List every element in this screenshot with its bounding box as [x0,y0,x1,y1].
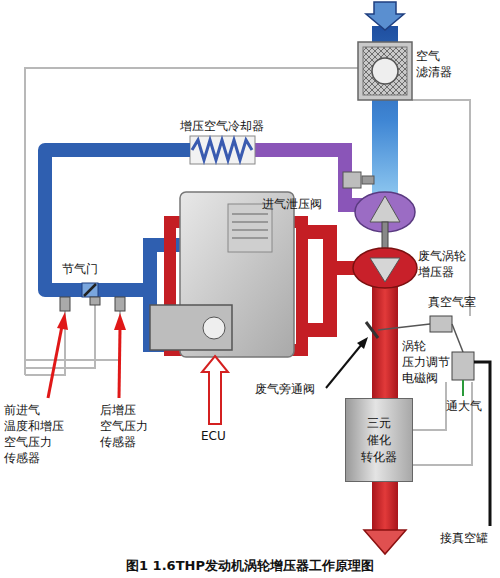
intercooler [190,136,255,164]
filter-outlet [372,58,398,84]
leader-arrow [326,344,362,388]
arrow-head [357,337,368,349]
vent-line [462,380,464,396]
wire [25,68,358,375]
actuator-rod [378,324,430,330]
sensor [90,297,100,305]
inlet-arrow [366,2,404,30]
part-label: 废气涡轮 增压器 [418,248,466,280]
converter-box: 三元 催化 转化器 [345,398,413,482]
part-label: 增压空气冷却器 [180,118,264,134]
sensor-pointer [119,328,120,398]
throttle-plate [84,284,96,296]
turbine-wheel [370,258,400,282]
exhaust-runner [302,232,356,330]
part-label: ECU [201,428,226,444]
sensor-pointer [48,326,62,398]
arrow-head [114,313,126,330]
cooler-fins [192,140,252,160]
wire [25,310,120,360]
part-label: 进气泄压阀 [262,196,322,212]
air-filter [358,42,412,100]
part-label: 节气门 [62,261,98,277]
relief-valve [343,172,361,188]
ecu-arrow [202,356,228,424]
part-label: 废气旁通阀 [255,381,315,397]
engine-ribs [232,214,268,238]
node-text: 三元 催化 转化器 [361,415,397,466]
sensor [115,297,125,311]
ecu-connector [203,317,225,339]
sensor-label: 前进气 温度和增压 空气压力 传感器 [4,402,64,466]
solenoid-valve [452,352,474,380]
figure-caption: 图1 1.6THP发动机涡轮增压器工作原理图 [0,557,500,575]
sensor [60,297,70,311]
note-label: 接真空罐 [440,530,488,546]
arrow-head [57,312,68,330]
engine-head [228,204,272,252]
vacuum-hose [452,324,463,352]
ecu-box [150,305,232,350]
throttle-body [82,283,98,297]
compressor-wheel [370,196,400,222]
part-label: 涡轮 压力调节 电磁阀 [402,338,450,386]
note-label: 通大气 [446,398,482,414]
sensor-label: 后增压 空气压力 传感器 [100,402,148,450]
part-label: 空气 滤清器 [416,48,452,80]
wastegate-flap [366,322,378,338]
wire [413,382,446,430]
vacuum-chamber [430,316,452,332]
outlet-arrow [364,530,406,554]
part-label: 真空气室 [428,294,476,310]
turbine-housing [353,248,417,288]
wire [412,100,470,316]
vacuum-tank-hose [474,362,490,526]
filter-element [363,47,407,95]
relief-valve-stem [362,176,374,184]
